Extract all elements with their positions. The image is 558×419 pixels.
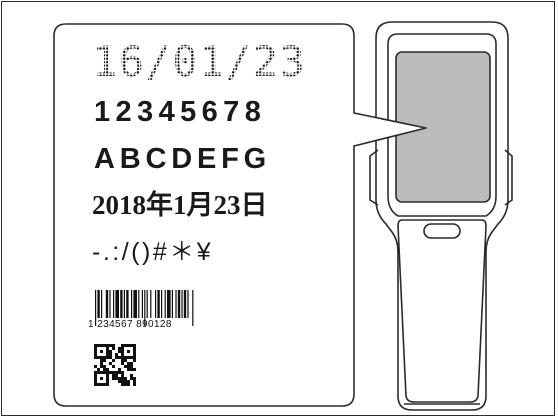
- letter-line: ABCDEFG: [94, 143, 271, 175]
- symbol-line: -.:/()#＊¥: [92, 238, 214, 266]
- trigger-button: [423, 223, 461, 239]
- japanese-date-line: 2018年1月23日: [92, 190, 268, 220]
- device-lower-face: [397, 219, 487, 403]
- number-line: 12345678: [94, 96, 267, 128]
- barcode: [95, 290, 194, 326]
- device-bezel: [387, 33, 497, 217]
- dot-matrix-date: 16/01/23: [92, 40, 306, 86]
- left-side-button: [369, 149, 379, 206]
- dot-date-text: 16/01/23: [92, 40, 306, 86]
- barcode-number: 1 234567 890128: [88, 319, 172, 330]
- qr-code: [94, 344, 136, 386]
- device-body-outline: [375, 21, 509, 411]
- handheld-terminal: [369, 21, 513, 411]
